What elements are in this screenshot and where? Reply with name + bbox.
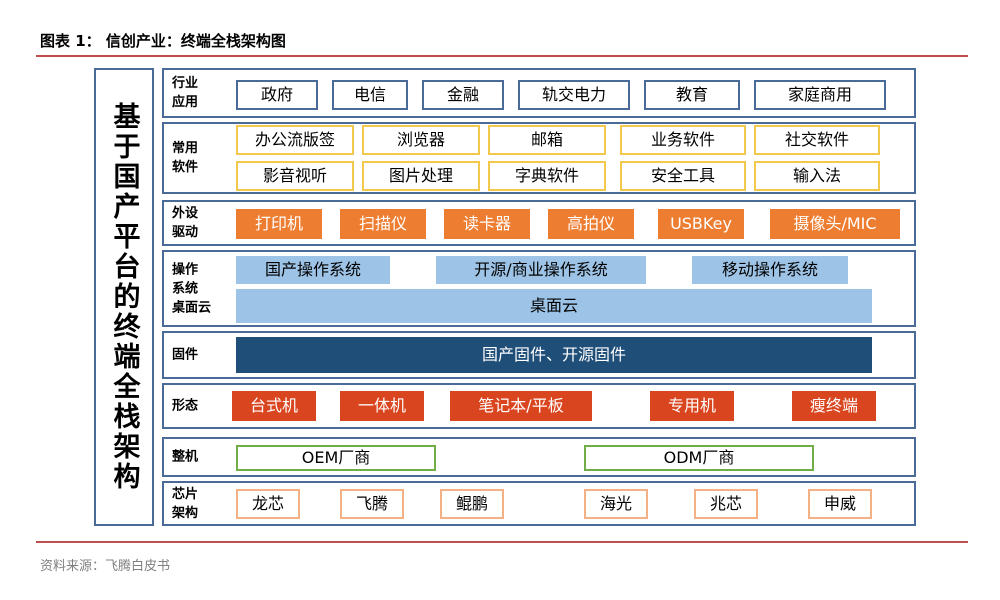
figure-title: 图表 1： 信创产业：终端全栈架构图 [40, 32, 286, 50]
firmware-bar: 国产固件、开源固件 [236, 337, 872, 373]
row-label-firmware: 固件 [172, 346, 198, 365]
row-drivers: 外设 驱动 打印机 扫描仪 读卡器 高拍仪 USBKey 摄像头/MIC [162, 200, 916, 246]
row-industry: 行业 应用 政府 电信 金融 轨交电力 教育 家庭商用 [162, 68, 916, 118]
chip-item: 兆芯 [694, 489, 758, 519]
chip-item: 海光 [584, 489, 648, 519]
industry-item: 金融 [422, 80, 504, 110]
row-label-machine: 整机 [172, 448, 198, 467]
desktop-cloud-bar: 桌面云 [236, 289, 872, 323]
form-item: 一体机 [340, 391, 424, 421]
source-note: 资料来源：飞腾白皮书 [40, 559, 171, 574]
row-label-software: 常用 软件 [172, 139, 198, 177]
os-item: 移动操作系统 [692, 256, 848, 284]
software-item: 输入法 [754, 161, 880, 191]
industry-item: 轨交电力 [518, 80, 630, 110]
bottom-rule [36, 541, 968, 543]
row-form: 形态 台式机 一体机 笔记本/平板 专用机 瘦终端 [162, 383, 916, 429]
row-label-line: 软件 [172, 160, 199, 175]
row-label-line: 形态 [172, 398, 199, 414]
industry-item: 政府 [236, 80, 318, 110]
top-rule [36, 55, 968, 57]
industry-item: 家庭商用 [754, 80, 886, 110]
chip-item: 申威 [808, 489, 872, 519]
row-label-line: 系统 [172, 281, 199, 296]
row-label-line: 驱动 [172, 225, 199, 240]
driver-item: 打印机 [236, 209, 322, 239]
driver-item: 扫描仪 [340, 209, 426, 239]
os-item: 开源/商业操作系统 [436, 256, 646, 284]
software-item: 字典软件 [488, 161, 606, 191]
os-item: 国产操作系统 [236, 256, 390, 284]
row-label-line: 芯片 [172, 486, 199, 502]
form-item: 台式机 [232, 391, 316, 421]
row-label-form: 形态 [172, 397, 198, 416]
row-label-line: 桌面云 [172, 300, 212, 315]
row-firmware: 固件 国产固件、开源固件 [162, 331, 916, 379]
driver-item: 读卡器 [444, 209, 530, 239]
vertical-title: 基于国产平台的终端全栈架构 [108, 102, 140, 492]
row-os: 操作 系统 桌面云 国产操作系统 开源/商业操作系统 移动操作系统 桌面云 [162, 250, 916, 327]
row-label-line: 架构 [172, 505, 199, 521]
row-software: 常用 软件 办公流版签 浏览器 邮箱 业务软件 社交软件 影音视听 图片处理 字… [162, 122, 916, 194]
driver-item: 摄像头/MIC [770, 209, 900, 239]
row-label-line: 应用 [172, 95, 199, 110]
software-item: 影音视听 [236, 161, 354, 191]
software-item: 安全工具 [620, 161, 746, 191]
software-item: 图片处理 [362, 161, 480, 191]
row-label-line: 常用 [172, 141, 199, 156]
software-item: 业务软件 [620, 125, 746, 155]
machine-item: OEM厂商 [236, 445, 436, 471]
driver-item: USBKey [658, 209, 744, 239]
row-label-line: 行业 [172, 76, 199, 91]
chip-item: 龙芯 [236, 489, 300, 519]
chip-item: 鲲鹏 [440, 489, 504, 519]
row-machine: 整机 OEM厂商 ODM厂商 [162, 437, 916, 477]
chip-item: 飞腾 [340, 489, 404, 519]
row-label-line: 外设 [172, 206, 199, 221]
row-label-chip: 芯片 架构 [172, 485, 198, 523]
software-item: 浏览器 [362, 125, 480, 155]
software-item: 邮箱 [488, 125, 606, 155]
row-label-drivers: 外设 驱动 [172, 204, 198, 242]
industry-item: 电信 [332, 80, 408, 110]
form-item: 专用机 [650, 391, 734, 421]
industry-item: 教育 [644, 80, 740, 110]
form-item: 笔记本/平板 [450, 391, 592, 421]
row-label-line: 操作 [172, 262, 199, 277]
row-label-industry: 行业 应用 [172, 74, 198, 112]
vertical-title-box: 基于国产平台的终端全栈架构 [94, 68, 154, 526]
machine-item: ODM厂商 [584, 445, 814, 471]
software-item: 办公流版签 [236, 125, 354, 155]
form-item: 瘦终端 [792, 391, 876, 421]
row-chip: 芯片 架构 龙芯 飞腾 鲲鹏 海光 兆芯 申威 [162, 481, 916, 526]
software-item: 社交软件 [754, 125, 880, 155]
row-label-os: 操作 系统 桌面云 [172, 260, 211, 317]
driver-item: 高拍仪 [548, 209, 634, 239]
row-label-line: 固件 [172, 347, 199, 363]
row-label-line: 整机 [172, 449, 199, 465]
